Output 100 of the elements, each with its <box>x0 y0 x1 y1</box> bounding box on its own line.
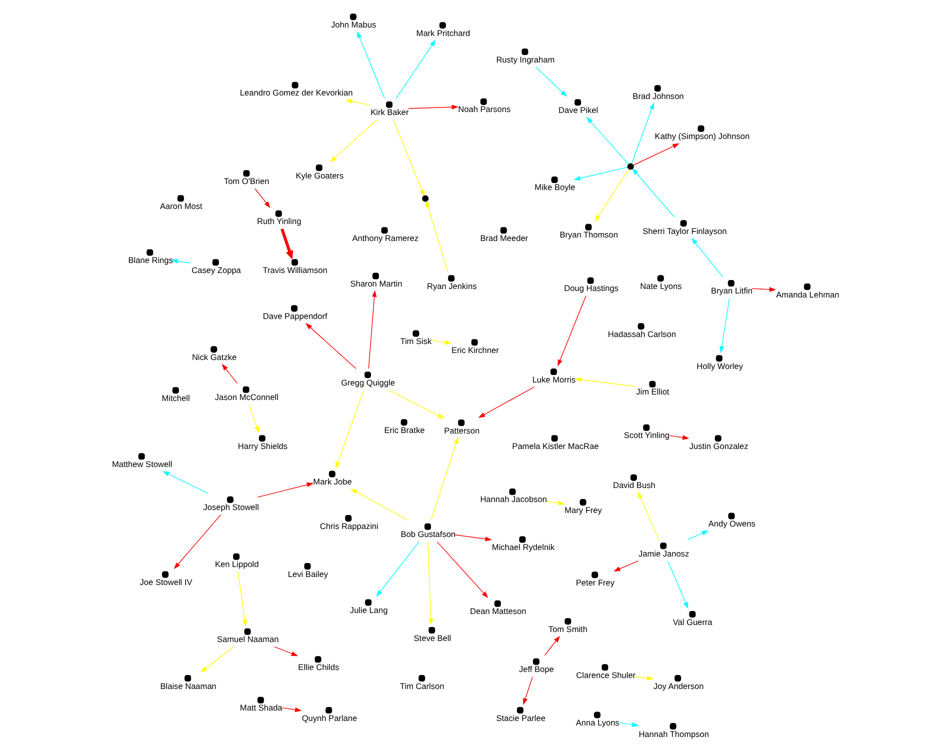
node-label: Blane Rings <box>128 255 173 266</box>
node-label: Jim Elliot <box>636 386 670 397</box>
node-label: Hadassah Carlson <box>608 328 676 339</box>
arrow <box>668 560 688 609</box>
node-label: Patterson <box>444 425 480 436</box>
node-label: Tim Carlson <box>400 680 444 691</box>
arrow <box>336 390 364 469</box>
arrow <box>330 119 378 162</box>
node-label: Ken Lippold <box>215 559 259 570</box>
node-label: Samuel Naaman <box>217 634 279 644</box>
node-label: Hannah Jacobson <box>480 494 547 504</box>
arrow <box>350 488 408 521</box>
arrow <box>432 340 452 345</box>
arrow <box>634 676 654 680</box>
node-label: Mary Frey <box>564 504 602 515</box>
node-circle <box>422 195 429 202</box>
node-label: Travis Williamson <box>262 264 328 275</box>
node-label: Harry Shields <box>238 440 288 451</box>
node-label: Stacie Parlee <box>496 712 546 723</box>
arrow <box>614 560 638 572</box>
node-label: Dean Matteson <box>470 606 526 616</box>
node-label: Matt Shada <box>240 702 282 713</box>
arrow <box>687 530 709 540</box>
arrow <box>428 541 434 626</box>
arrow <box>478 386 535 418</box>
node-label: Michael Rydelnik <box>492 542 555 552</box>
node-label: Steve Bell <box>414 632 452 643</box>
arrow <box>691 238 723 278</box>
node-label: Mark Jobe <box>313 476 352 487</box>
arrow <box>200 646 234 673</box>
node-label: Brad Meeder <box>480 232 528 243</box>
arrow <box>388 390 444 419</box>
node-label: Casey Zoppa <box>192 264 241 275</box>
node-label: Eric Bratke <box>384 424 425 435</box>
node-label: Anna Lyons <box>576 717 620 728</box>
node-label: Bryan Thomson <box>560 230 618 240</box>
node-label: Levi Bailey <box>288 568 328 579</box>
node-label: Noah Parsons <box>458 104 511 114</box>
node-label: Kathy (Simpson) Johnson <box>654 131 750 142</box>
node-label: Mike Boyle <box>534 182 576 192</box>
node-label: Rusty Ingraham <box>496 54 555 64</box>
node-label: Clarence Shuler <box>576 670 636 680</box>
node-label: Joe Stowell IV <box>140 577 192 588</box>
node-label: John Mabus <box>330 19 376 30</box>
node-label: Joseph Stowell <box>203 502 259 512</box>
arrow <box>719 298 730 354</box>
node-label: Anthony Ramerez <box>352 232 419 243</box>
arrow <box>558 296 586 366</box>
arrow <box>536 66 568 97</box>
arrow <box>638 492 660 540</box>
node-label: Nate Lyons <box>640 280 682 291</box>
node-label: Julie Lang <box>350 604 388 615</box>
arrow <box>436 541 488 598</box>
node-label: Quynh Parlane <box>302 712 358 723</box>
arrow <box>618 722 639 727</box>
node-label: Scott Yinling <box>624 430 670 440</box>
node-label: Joy Anderson <box>654 680 704 691</box>
arrow <box>631 102 654 164</box>
arrow <box>430 436 458 521</box>
arrow <box>594 168 630 222</box>
node-label: Ryan Jenkins <box>427 280 477 291</box>
arrow <box>752 287 776 292</box>
arrow <box>454 534 492 542</box>
node-label: Bryan Litfin <box>711 286 752 296</box>
arrow <box>633 143 680 166</box>
arrow <box>586 116 629 165</box>
node-circle <box>627 163 634 170</box>
node-label: Holly Worley <box>696 360 744 371</box>
node-label: Nick Gatzke <box>192 352 237 362</box>
node-label: Peter Frey <box>576 577 615 588</box>
arrow <box>523 676 533 705</box>
node-label: Amanda Lehman <box>776 289 840 300</box>
node-label: Andy Owens <box>708 518 756 529</box>
node-label: Blaise Naaman <box>160 680 216 691</box>
node-label: Sharon Martin <box>350 278 402 288</box>
node-label: Dave Pappendorf <box>262 310 328 321</box>
node-label: Sherri Taylor Finlayson <box>642 226 727 236</box>
node-label: Chris Rappazini <box>320 520 378 531</box>
node-label: Hannah Thompson <box>638 728 709 739</box>
node-label: Tom O'Brien <box>224 176 270 186</box>
arrow <box>282 707 302 712</box>
node-label: Jason McConnell <box>214 392 278 402</box>
node-label: Dave Pikel <box>558 104 598 115</box>
arrow <box>426 200 448 272</box>
node-label: David Bush <box>612 480 656 490</box>
arrow <box>574 166 628 180</box>
node-label: Tom Smith <box>548 624 588 634</box>
arrow <box>306 323 356 369</box>
node-label: Kyle Goaters <box>296 170 344 180</box>
node-label: Gregg Quiggle <box>341 377 395 388</box>
arrow <box>249 404 259 434</box>
arrow <box>280 228 294 260</box>
arrow <box>274 646 298 656</box>
node-label: Mark Pritchard <box>416 28 470 38</box>
arrow <box>669 435 690 440</box>
arrow <box>222 364 238 384</box>
node-label: Mitchell <box>162 392 190 403</box>
node-label: Val Guerra <box>672 616 712 627</box>
node-label: Ellie Childs <box>298 662 340 672</box>
node-label: Ruth Yinling <box>256 216 302 226</box>
